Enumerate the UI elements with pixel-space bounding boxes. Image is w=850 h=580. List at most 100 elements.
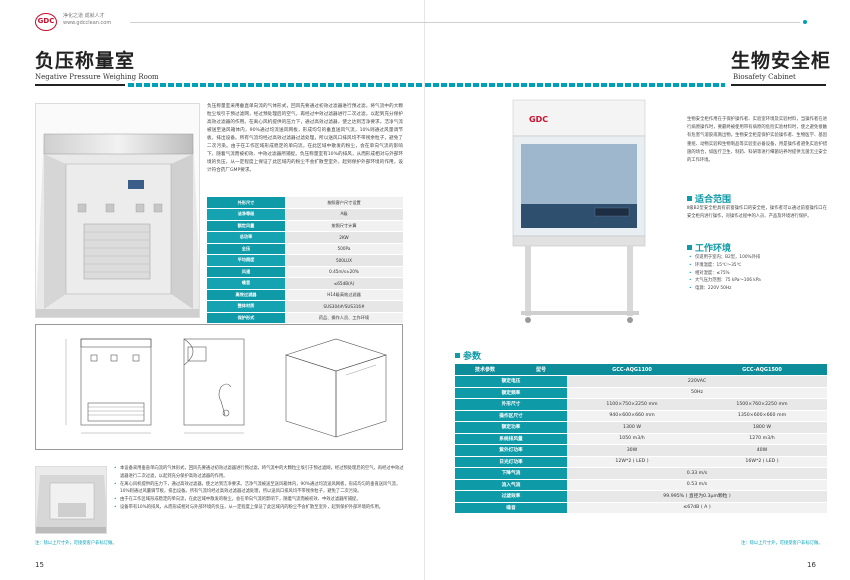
params-header-cell: 型号 — [515, 364, 567, 376]
params-heading: 参数 — [455, 349, 481, 362]
spec-key: 额定风量 — [207, 220, 285, 232]
right-page: 生物安全柜 Biosafety Cabinet GDC 生物安全柜作用在于保护操… — [425, 0, 850, 580]
spec-key: 噪音 — [207, 277, 285, 290]
params-key: 紫外灯功率 — [455, 444, 567, 457]
header-dot — [803, 20, 807, 24]
params-key: 操作区尺寸 — [455, 410, 567, 422]
feature-item: 本设备采用垂直单向流的气体形式，回风先要通过初效过滤器进行预过滤，将气流中的大颗… — [112, 465, 404, 481]
page-number: 16 — [807, 561, 816, 569]
spec-key: 平均照度 — [207, 254, 285, 267]
params-value: 1300 W — [567, 421, 697, 434]
environment-item: 电源：220V 50Hz — [687, 285, 827, 293]
company-logo: GDC — [35, 13, 57, 31]
title-stripe — [128, 83, 423, 87]
environment-item: 相对湿度：≤75% — [687, 270, 827, 278]
left-page: GDC 净化之道 成就人才 www.gdcclean.com 负压称量室 Neg… — [0, 0, 425, 580]
params-value: 16W*2 ( LED ) — [697, 456, 827, 468]
params-value: 1500×760×2250 mm — [697, 398, 827, 411]
title-stripe — [425, 83, 725, 87]
brand-website: www.gdcclean.com — [63, 20, 112, 26]
params-value: 1800 W — [697, 421, 827, 434]
params-key: 额定功率 — [455, 421, 567, 434]
feature-item: 由于在工作区域形成稳定的单向流，在此区域中散发的粉尘，会在单向气流的影响下，随着… — [112, 496, 404, 504]
page-number: 15 — [35, 561, 44, 569]
spec-value: 0.45m/s±20% — [285, 266, 403, 278]
params-key: 噪音 — [455, 502, 567, 514]
brand-slogan: 净化之道 成就人才 — [63, 13, 105, 19]
scope-text: Ⅱ级B2型安全柜具有前窗操作口的安全柜，操作者可以通过前窗操作口在安全柜内进行操… — [687, 206, 827, 219]
spec-row: 全压 500Pa — [207, 243, 403, 255]
spec-value: 按照尺寸计算 — [285, 220, 403, 232]
params-row: 噪音≤67dB ( A ) — [455, 502, 827, 514]
params-value: 1350×600×660 mm — [697, 410, 827, 422]
spec-key: 总功率 — [207, 231, 285, 244]
intro-paragraph: 生物安全柜作用在于保护操作者、实验室环境及实验材料，当操作者在进行病原操作时，要… — [687, 117, 827, 164]
params-value: 0.33 m/s — [567, 467, 827, 480]
scope-heading: 适合范围 — [687, 192, 731, 205]
feature-item: 设备带有10%的排风，从而形成相对与外部环境的负压，从一定程度上保证了此区域内的… — [112, 504, 404, 512]
environment-list: 仅适用于室内；B2型，100%外排 环境温度：15℃～35℃ 相对湿度：≤75%… — [687, 254, 827, 293]
params-key: 日光灯功率 — [455, 456, 567, 468]
weighing-room-photo — [35, 103, 200, 318]
spec-key: 整体材质 — [207, 300, 285, 313]
params-value: 0.53 m/s — [567, 479, 827, 491]
spec-value: ≤65dB(A) — [285, 277, 403, 290]
params-key: 系统排风量 — [455, 433, 567, 445]
spec-row: 保护形式 药品、操作人员、工作环境 — [207, 312, 403, 324]
room-interior-photo — [35, 466, 107, 534]
spec-row: 平均照度 500LUX — [207, 254, 403, 267]
spec-key: 洁净等级 — [207, 208, 285, 221]
spec-value: 500LUX — [285, 254, 403, 267]
spec-row: 总功率 2KW — [207, 231, 403, 244]
spec-row: 外形尺寸 按照客户尺寸设置 — [207, 197, 403, 209]
spec-row: 高效过滤器 H14级高效过滤器 — [207, 289, 403, 301]
spec-row: 噪音 ≤65dB(A) — [207, 277, 403, 290]
params-key: 下降气流 — [455, 467, 567, 480]
params-value: 50Hz — [567, 387, 827, 399]
params-value: 99.995% ( 直径为0.3μm颗粒 ) — [567, 490, 827, 503]
spec-row: 额定风量 按照尺寸计算 — [207, 220, 403, 232]
title-underline — [35, 84, 125, 86]
spec-value: A级 — [285, 208, 403, 221]
page-subtitle: Biosafety Cabinet — [733, 73, 796, 81]
params-key: 外形尺寸 — [455, 398, 567, 411]
environment-item: 仅适用于室内；B2型，100%外排 — [687, 254, 827, 262]
spec-value: 按照客户尺寸设置 — [285, 197, 403, 209]
params-value: 40W — [697, 444, 827, 457]
spec-key: 外形尺寸 — [207, 197, 285, 209]
spec-key: 风速 — [207, 266, 285, 278]
spec-value: 2KW — [285, 231, 403, 244]
params-key: 额定频率 — [455, 387, 567, 399]
params-key: 流入气流 — [455, 479, 567, 491]
spec-value: 500Pa — [285, 243, 403, 255]
header-rule — [130, 22, 425, 23]
spec-value: SUS304#/SUS316# — [285, 300, 403, 313]
params-key: 过滤效率 — [455, 490, 567, 503]
footnote: 注：除以上尺寸外，可接受客户非标订做。 — [741, 541, 823, 546]
params-header-cell: GCC-AQG1500 — [697, 364, 827, 376]
params-header-cell: GCC-AQG1100 — [567, 364, 697, 376]
header-rule — [425, 22, 800, 23]
params-header-cell: 技术参数 — [455, 364, 515, 376]
params-value: 940×600×660 mm — [567, 410, 697, 422]
page-title: 负压称量室 — [35, 50, 136, 72]
params-value: 220VAC — [567, 375, 827, 388]
environment-item: 环境温度：15℃～35℃ — [687, 262, 827, 270]
params-value: 1050 m3/h — [567, 433, 697, 445]
spec-key: 全压 — [207, 243, 285, 255]
intro-paragraph: 负压称量室采用垂直单向流的气体形式，回风先要通过初效过滤器进行预过滤，将气流中的… — [207, 104, 403, 173]
spec-key: 保护形式 — [207, 312, 285, 324]
spec-value: H14级高效过滤器 — [285, 289, 403, 301]
